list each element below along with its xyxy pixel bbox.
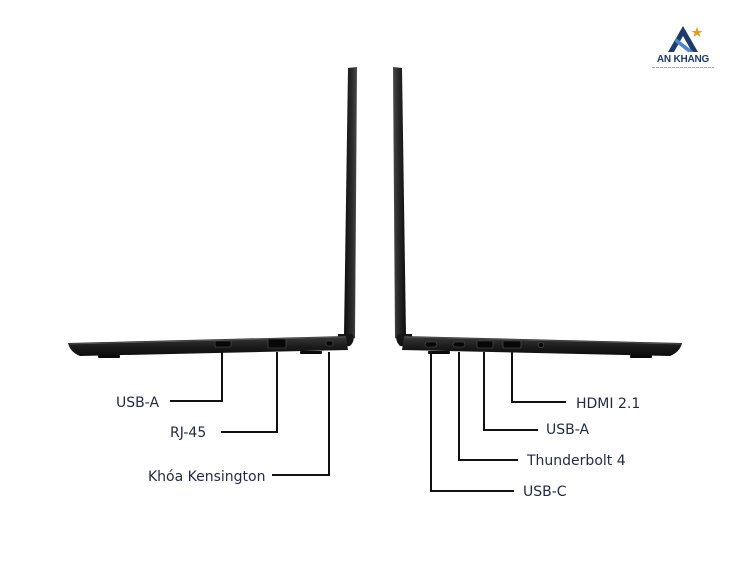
leader-rj45 bbox=[221, 352, 278, 433]
kensington-slot bbox=[325, 340, 334, 347]
thunderbolt-port bbox=[452, 341, 466, 348]
brand-logo-icon bbox=[668, 26, 703, 52]
brand-name: AN KHANG bbox=[656, 54, 710, 65]
leader-usb-a-left bbox=[170, 352, 223, 402]
leader-usb-a-right bbox=[483, 352, 538, 431]
usb-a-left-port bbox=[214, 340, 232, 348]
left-laptop-lid bbox=[344, 67, 357, 342]
label-kensington: Khóa Kensington bbox=[148, 469, 266, 485]
left-laptop bbox=[68, 67, 357, 358]
rj45-port bbox=[267, 338, 287, 349]
label-thunderbolt: Thunderbolt 4 bbox=[527, 453, 626, 469]
leader-kensington bbox=[272, 352, 330, 476]
audio-jack bbox=[537, 341, 545, 349]
label-rj45: RJ-45 bbox=[170, 425, 207, 441]
leader-hdmi bbox=[511, 352, 566, 403]
label-usb-a-right: USB-A bbox=[546, 422, 590, 438]
leader-thunderbolt bbox=[458, 352, 518, 461]
brand-tagline-rule bbox=[652, 67, 714, 68]
leader-usb-c bbox=[430, 352, 514, 492]
label-hdmi: HDMI 2.1 bbox=[576, 396, 641, 412]
right-laptop-lid bbox=[393, 67, 406, 342]
usb-a-right-port bbox=[476, 340, 494, 349]
right-laptop bbox=[393, 67, 682, 358]
hdmi-port bbox=[502, 340, 522, 349]
usb-c-port bbox=[424, 341, 438, 348]
label-usb-a-left: USB-A bbox=[116, 395, 160, 411]
label-usb-c: USB-C bbox=[523, 484, 567, 500]
